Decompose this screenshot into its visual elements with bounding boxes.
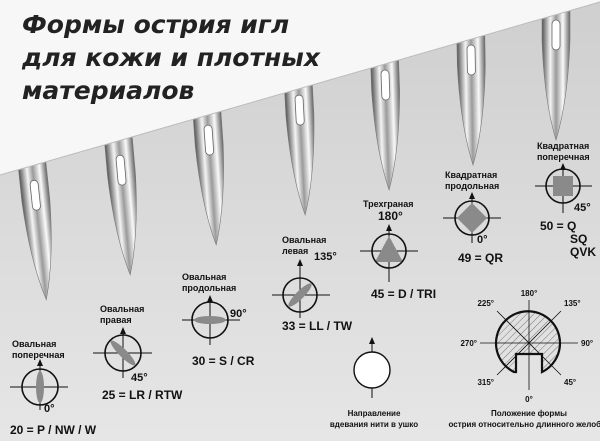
svg-text:90°: 90°: [230, 308, 247, 320]
svg-text:Овальная: Овальная: [100, 304, 144, 314]
svg-text:Формы острия игл: Формы острия игл: [22, 10, 289, 39]
svg-text:135°: 135°: [564, 299, 581, 308]
svg-text:270°: 270°: [460, 339, 477, 348]
svg-text:острия относительно длинного ж: острия относительно длинного желобка: [449, 420, 600, 429]
shape-oval-left: Овальная левая 135° 33 = LL / TW: [272, 235, 353, 333]
svg-text:материалов: материалов: [22, 76, 194, 105]
shape-trihedral: Трехграная 180° 45 = D / TRI: [360, 199, 436, 301]
svg-text:20 = P / NW / W: 20 = P / NW / W: [10, 423, 97, 437]
svg-text:правая: правая: [100, 315, 132, 325]
svg-text:45°: 45°: [574, 202, 591, 214]
svg-text:0°: 0°: [525, 395, 533, 404]
svg-text:0°: 0°: [477, 234, 488, 246]
svg-text:поперечная: поперечная: [537, 152, 590, 162]
svg-text:Положение формы: Положение формы: [491, 409, 567, 418]
page-title: Формы острия игл для кожи и плотных мате…: [21, 10, 321, 105]
shape-oval-right: Овальная правая 45° 25 = LR / RTW: [93, 304, 183, 402]
svg-text:Овальная: Овальная: [282, 235, 326, 245]
svg-text:225°: 225°: [477, 299, 494, 308]
svg-text:315°: 315°: [477, 378, 494, 387]
shape-oval-transverse: Овальная поперечная 0° 20 = P / NW / W: [10, 339, 97, 437]
svg-text:Квадратная: Квадратная: [445, 170, 497, 180]
svg-text:поперечная: поперечная: [12, 350, 65, 360]
svg-text:QVK: QVK: [570, 245, 596, 259]
svg-text:Овальная: Овальная: [182, 272, 226, 282]
svg-text:33 = LL / TW: 33 = LL / TW: [282, 319, 353, 333]
svg-text:180°: 180°: [378, 209, 403, 223]
svg-text:45°: 45°: [131, 372, 148, 384]
point-position-diagram: 180° 225° 135° 270° 90° 315° 45° 0° Поло…: [449, 289, 600, 429]
svg-text:Овальная: Овальная: [12, 339, 56, 349]
svg-text:50 = Q: 50 = Q: [540, 219, 576, 233]
svg-text:30 = S / CR: 30 = S / CR: [192, 354, 255, 368]
svg-text:для кожи и плотных: для кожи и плотных: [21, 43, 321, 72]
svg-text:0°: 0°: [44, 403, 55, 415]
svg-text:45°: 45°: [564, 378, 576, 387]
svg-text:Трехграная: Трехграная: [363, 199, 414, 209]
svg-text:180°: 180°: [521, 289, 538, 298]
shape-oval-longitudinal: Овальная продольная 90° 30 = S / CR: [182, 272, 255, 368]
svg-text:Направление: Направление: [348, 409, 401, 418]
svg-text:вдевания нити в ушко: вдевания нити в ушко: [330, 420, 418, 429]
svg-text:продольная: продольная: [445, 181, 499, 191]
svg-text:45 = D / TRI: 45 = D / TRI: [371, 287, 436, 301]
svg-text:левая: левая: [282, 246, 308, 256]
svg-text:90°: 90°: [581, 339, 593, 348]
svg-text:135°: 135°: [314, 251, 337, 263]
svg-text:SQ: SQ: [570, 232, 587, 246]
shape-square-transverse: Квадратная поперечная 45° 50 = Q SQ QVK: [535, 141, 596, 259]
thread-direction-diagram: Направление вдевания нити в ушко: [330, 337, 418, 429]
svg-text:25 = LR / RTW: 25 = LR / RTW: [102, 388, 183, 402]
svg-text:продольная: продольная: [182, 283, 236, 293]
svg-text:Квадратная: Квадратная: [537, 141, 589, 151]
shape-square-longitudinal: Квадратная продольная 0° 49 = QR: [443, 170, 503, 265]
svg-text:49 = QR: 49 = QR: [458, 251, 503, 265]
